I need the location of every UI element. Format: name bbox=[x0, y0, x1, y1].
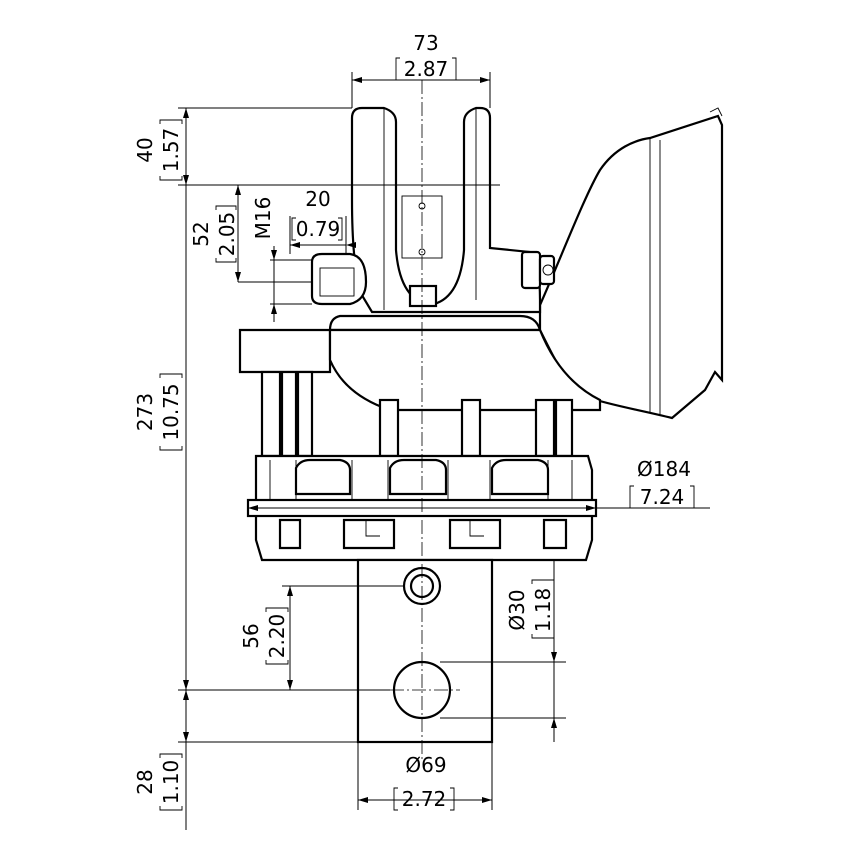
dim-top-width-mm: 73 bbox=[413, 31, 438, 55]
motor-ribs bbox=[269, 458, 573, 550]
dim-hole-diameter-inch: 1.18 bbox=[531, 588, 555, 633]
dim-total-height-inch: 10.75 bbox=[159, 383, 183, 440]
dimension-labels: 73 2.87 40 1.57 52 2.05 M16 20 0.79 273 … bbox=[133, 31, 691, 811]
dim-hole-diameter-mm: Ø30 bbox=[505, 589, 529, 630]
dim-hole-distance-inch: 2.20 bbox=[265, 614, 289, 659]
inch-brackets bbox=[159, 57, 695, 811]
hex-nut bbox=[520, 250, 556, 290]
bolt-hole bbox=[319, 267, 355, 297]
dim-body-diameter-inch: 7.24 bbox=[640, 485, 685, 509]
tie-rods bbox=[260, 370, 574, 458]
dim-top-height-mm: 40 bbox=[133, 137, 157, 162]
dim-bolt-offset-inch: 2.05 bbox=[215, 212, 239, 257]
top-link bbox=[350, 106, 542, 314]
dim-total-height-mm: 273 bbox=[133, 393, 157, 431]
dim-body-diameter-mm: Ø184 bbox=[637, 457, 691, 481]
hose-guard-lip bbox=[709, 107, 723, 117]
dim-top-width-inch: 2.87 bbox=[404, 57, 449, 81]
key bbox=[408, 284, 438, 308]
flange-curve bbox=[328, 328, 602, 412]
plate-rivet bbox=[418, 248, 426, 256]
bolt-boss bbox=[310, 252, 368, 306]
rotator-outline bbox=[238, 106, 724, 744]
dim-thread: M16 bbox=[251, 197, 275, 240]
dim-top-height-inch: 1.57 bbox=[159, 128, 183, 173]
dim-bolt-length-mm: 20 bbox=[305, 187, 330, 211]
dimension-lines bbox=[178, 72, 710, 830]
dim-bolt-offset-mm: 52 bbox=[189, 221, 213, 246]
dim-bolt-length-inch: 0.79 bbox=[296, 217, 341, 241]
dim-hole-distance-mm: 56 bbox=[239, 623, 263, 648]
dim-shaft-end-inch: 1.10 bbox=[159, 760, 183, 805]
dim-shaft-end-mm: 28 bbox=[133, 769, 157, 794]
dim-shaft-diameter-mm: Ø69 bbox=[405, 753, 446, 777]
hose-guard bbox=[538, 114, 724, 420]
dim-shaft-diameter-inch: 2.72 bbox=[402, 787, 447, 811]
